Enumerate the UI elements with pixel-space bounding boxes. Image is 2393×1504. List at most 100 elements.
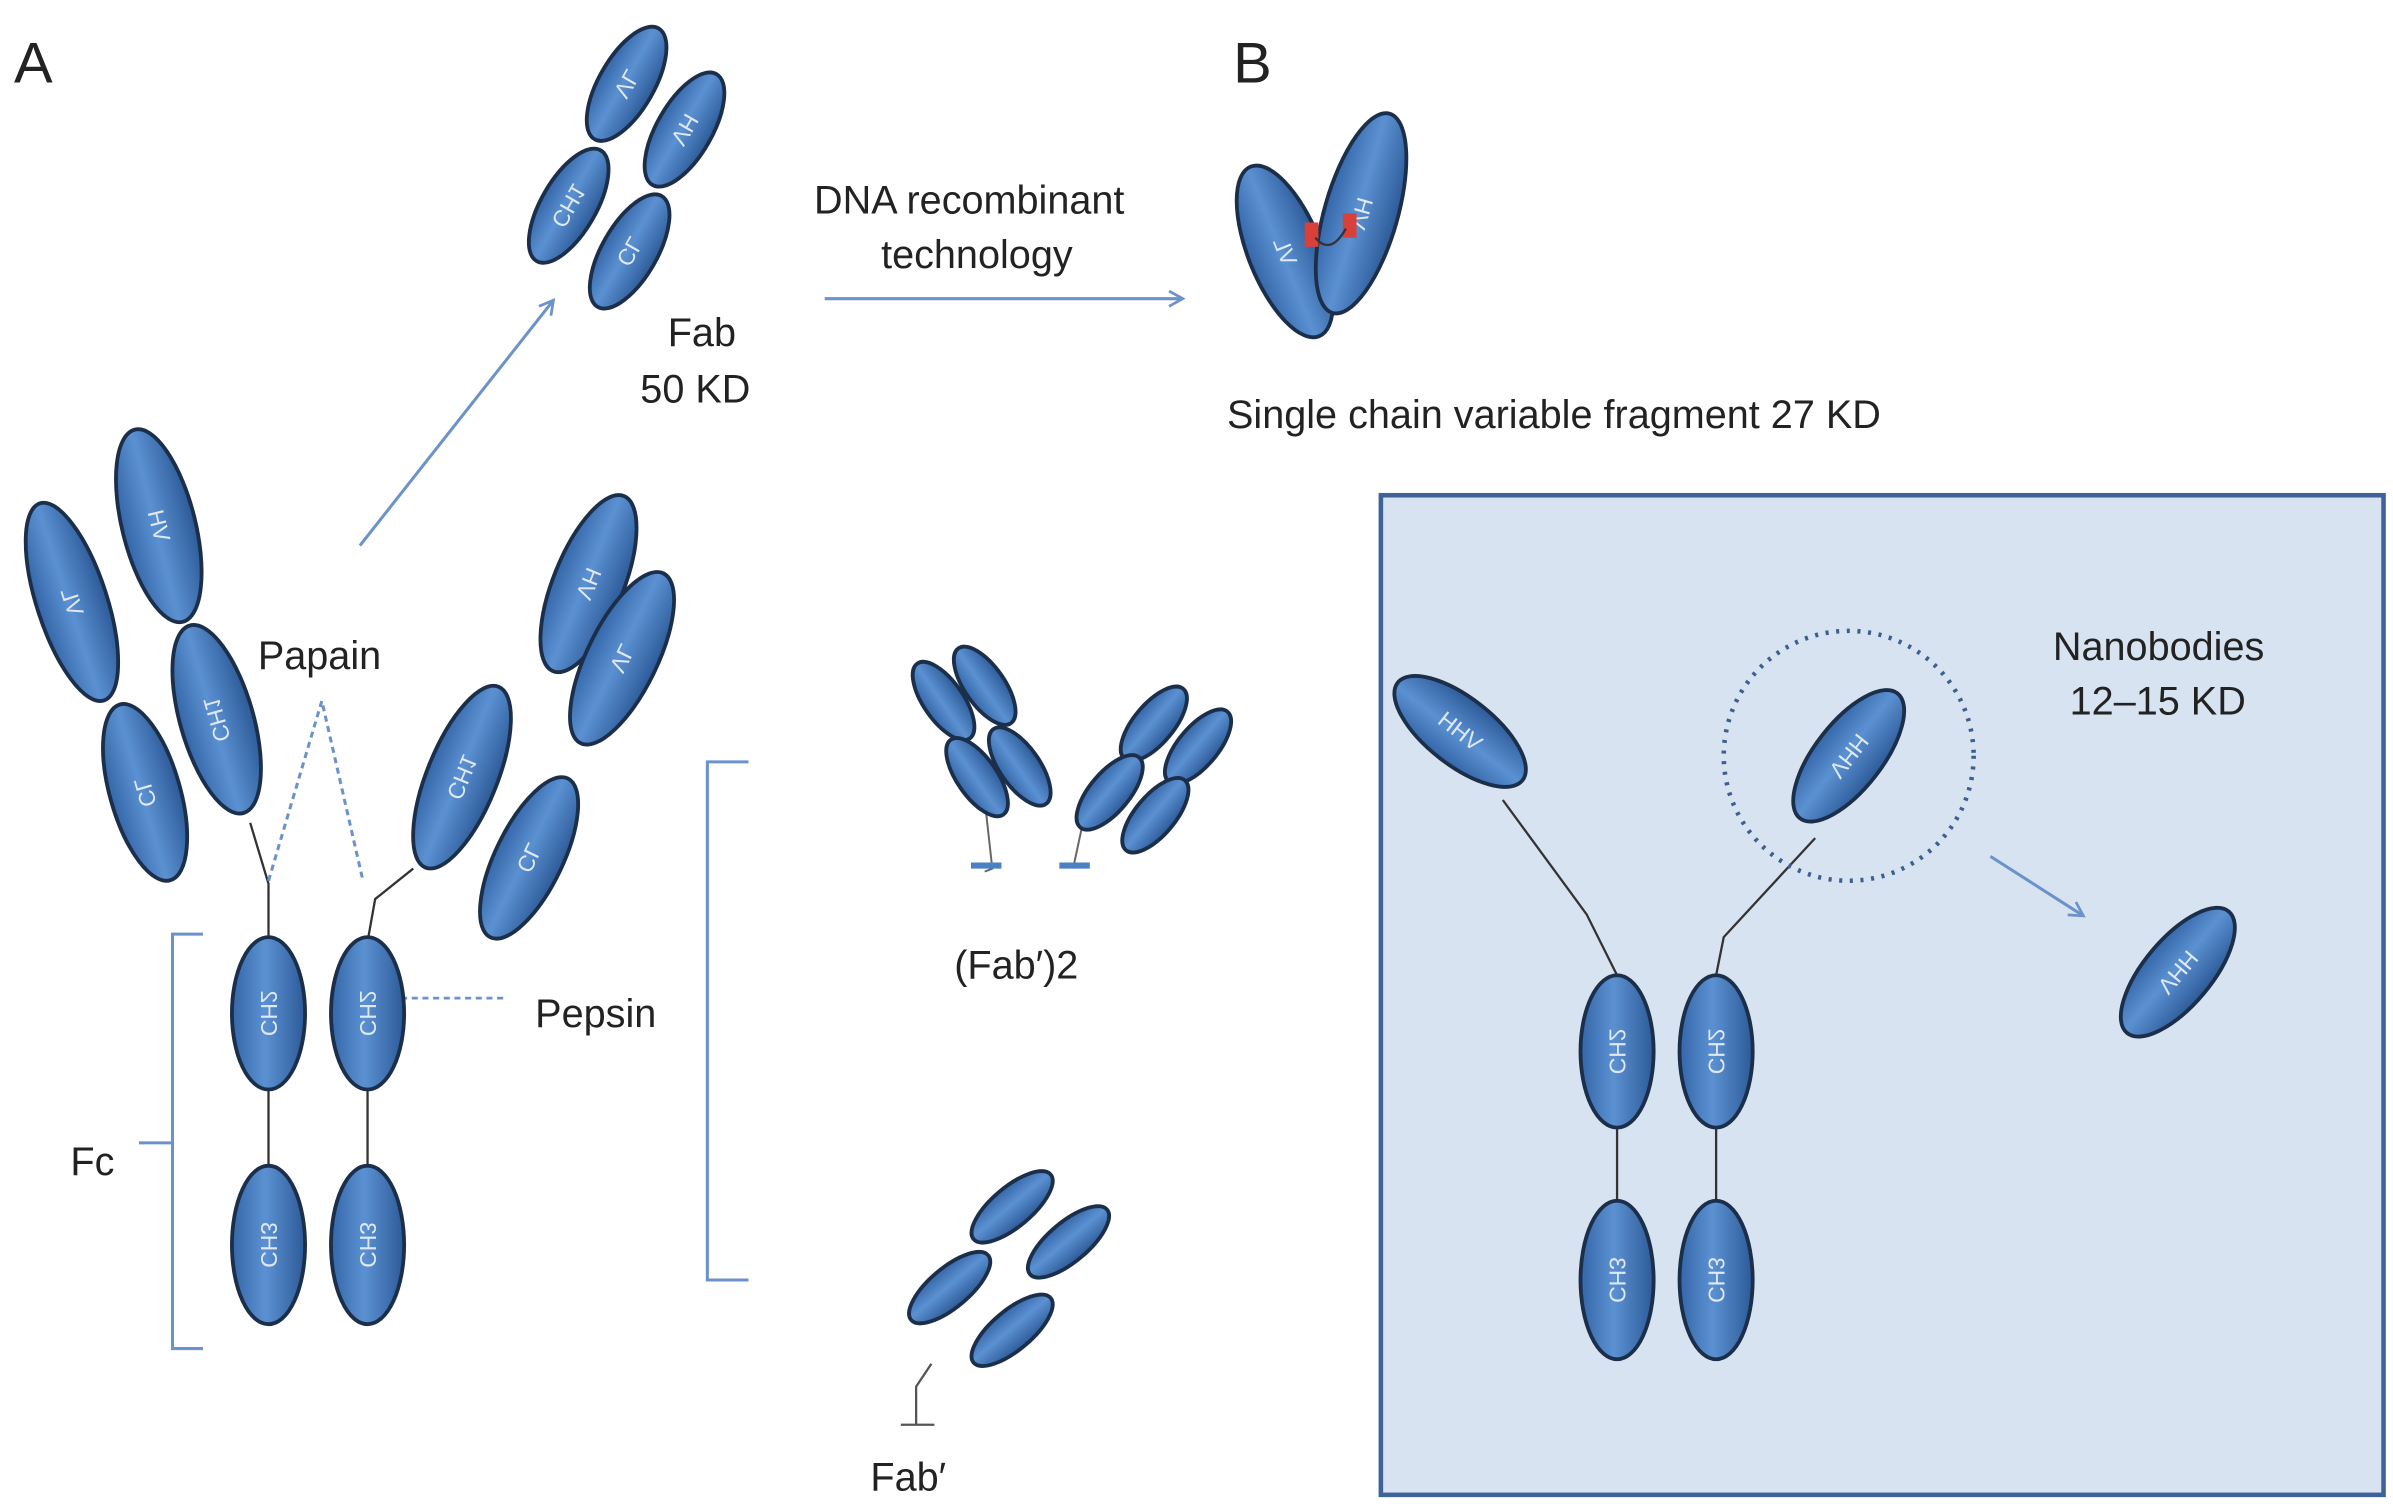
fab2-domain <box>1074 753 1145 832</box>
papain-cleavage-lines <box>267 694 365 882</box>
domain-vl-right: VL <box>568 570 676 747</box>
domain-ellipse <box>1074 753 1145 832</box>
fabprime-domain <box>969 1169 1055 1245</box>
fab-domain-ch1: CH1 <box>526 146 611 265</box>
domain-label: CH2 <box>1604 1029 1630 1075</box>
domain-ellipse <box>329 1163 407 1327</box>
free-vhh-domain: VHH <box>2118 905 2237 1039</box>
domain-ch1-left: CH1 <box>170 623 263 816</box>
vhh-domain-left: VHH <box>1392 674 1528 789</box>
domain-ellipse <box>584 24 669 143</box>
domain-ellipse <box>230 935 307 1092</box>
vhh-domain-right: VHH <box>1791 688 1907 824</box>
pepsin-products-bracket <box>705 760 749 1282</box>
domain-ellipse <box>910 659 977 742</box>
domain-ellipse <box>1313 111 1409 316</box>
fabprime-domain <box>969 1292 1055 1368</box>
vhh-highlight-circle <box>1721 628 1976 884</box>
domain-ellipse <box>1677 973 1755 1130</box>
scfv-linker-right <box>1342 213 1357 238</box>
fabprime-hinge <box>900 1363 935 1426</box>
domain-ellipse <box>1791 688 1907 824</box>
domain-vl-left: VL <box>23 500 121 703</box>
domain-ellipse <box>2118 905 2237 1039</box>
domain-ellipse <box>478 775 581 941</box>
domain-ellipse <box>1578 1198 1656 1362</box>
domain-ellipse <box>969 1169 1055 1245</box>
domain-label: CH2 <box>256 990 282 1036</box>
domain-vh-left: VH <box>114 427 204 625</box>
domain-ellipse <box>1120 776 1191 855</box>
papain-arrow <box>358 297 556 547</box>
domain-ellipse <box>411 683 513 871</box>
fc-label: Fc <box>70 1140 114 1184</box>
fabprime-domain <box>1026 1204 1111 1280</box>
vhh-hinge-right <box>1714 837 1817 976</box>
scfv-domain-vh: VH <box>1313 111 1409 316</box>
domain-ch2-right: CH2 <box>329 935 407 1092</box>
fab-domain-vh: VH <box>642 70 727 189</box>
fab2-domain <box>986 725 1053 808</box>
domain-ellipse <box>114 427 204 625</box>
domain-ellipse <box>1026 1204 1111 1280</box>
fab2-domain <box>944 736 1010 819</box>
pepsin-label: Pepsin <box>535 992 656 1036</box>
domain-ellipse <box>969 1292 1055 1368</box>
domain-ellipse <box>568 570 676 747</box>
fab2-domain <box>951 644 1018 727</box>
domain-ellipse <box>951 644 1018 727</box>
domain-ellipse <box>1392 674 1528 789</box>
nb-ch2-right: CH2 <box>1677 973 1755 1130</box>
scfv-label: Single chain variable fragment 27 KD <box>1227 393 1881 437</box>
papain-label: Papain <box>258 634 381 678</box>
domain-label: CH2 <box>355 990 381 1036</box>
dna-label-line1: DNA recombinant <box>814 178 1124 222</box>
domain-ch3-right: CH3 <box>329 1163 407 1327</box>
domain-ellipse <box>1578 973 1656 1130</box>
nanobody-panel <box>1378 492 2386 1498</box>
domain-ellipse <box>986 725 1053 808</box>
domain-ellipse <box>642 70 727 189</box>
fab2-domain <box>910 659 977 742</box>
nb-ch3-left: CH3 <box>1578 1198 1656 1362</box>
domain-ellipse <box>230 1163 307 1327</box>
domain-ellipse <box>1677 1198 1755 1362</box>
domain-ch3-left: CH3 <box>230 1163 307 1327</box>
fabprime-domain <box>907 1250 993 1326</box>
domain-ellipse <box>526 146 611 265</box>
fab-domain-cl: CL <box>587 192 672 311</box>
dna-label-line2: technology <box>881 233 1073 277</box>
nanobody-arrow <box>1989 855 2086 918</box>
panel-label-b: B <box>1233 31 1272 95</box>
fab-prime-label: Fab′ <box>870 1455 946 1499</box>
domain-ellipse <box>907 1250 993 1326</box>
fab-domain-vl: VL <box>584 24 669 143</box>
fab-label: Fab <box>668 311 736 355</box>
domain-label: CH3 <box>1604 1257 1630 1303</box>
domain-label: CH3 <box>256 1222 282 1268</box>
nanobody-size-label: 12–15 KD <box>2070 680 2246 724</box>
nanobodies-label: Nanobodies <box>2053 625 2264 669</box>
nb-ch3-right: CH3 <box>1677 1198 1755 1362</box>
domain-ellipse <box>170 623 263 816</box>
domain-ellipse <box>587 192 672 311</box>
domain-label: CH3 <box>355 1222 381 1268</box>
panel-label-a: A <box>14 31 53 95</box>
scfv-linker-peptide <box>1314 228 1347 247</box>
connector-lines <box>138 289 2086 1426</box>
hinge-left <box>249 822 270 942</box>
fab2-label: (Fab′)2 <box>954 943 1078 987</box>
fc-bracket <box>138 932 203 1351</box>
hinge-right <box>366 867 414 942</box>
fab-size-label: 50 KD <box>640 367 750 411</box>
domain-cl-right: CL <box>478 775 581 941</box>
domain-ellipse <box>23 500 121 703</box>
domain-ch1-right: CH1 <box>411 683 513 871</box>
fab2-domain <box>1120 776 1191 855</box>
domain-ellipse <box>329 935 407 1092</box>
domain-ellipse <box>944 736 1010 819</box>
nb-ch2-left: CH2 <box>1578 973 1656 1130</box>
domain-label: CH2 <box>1704 1029 1730 1075</box>
